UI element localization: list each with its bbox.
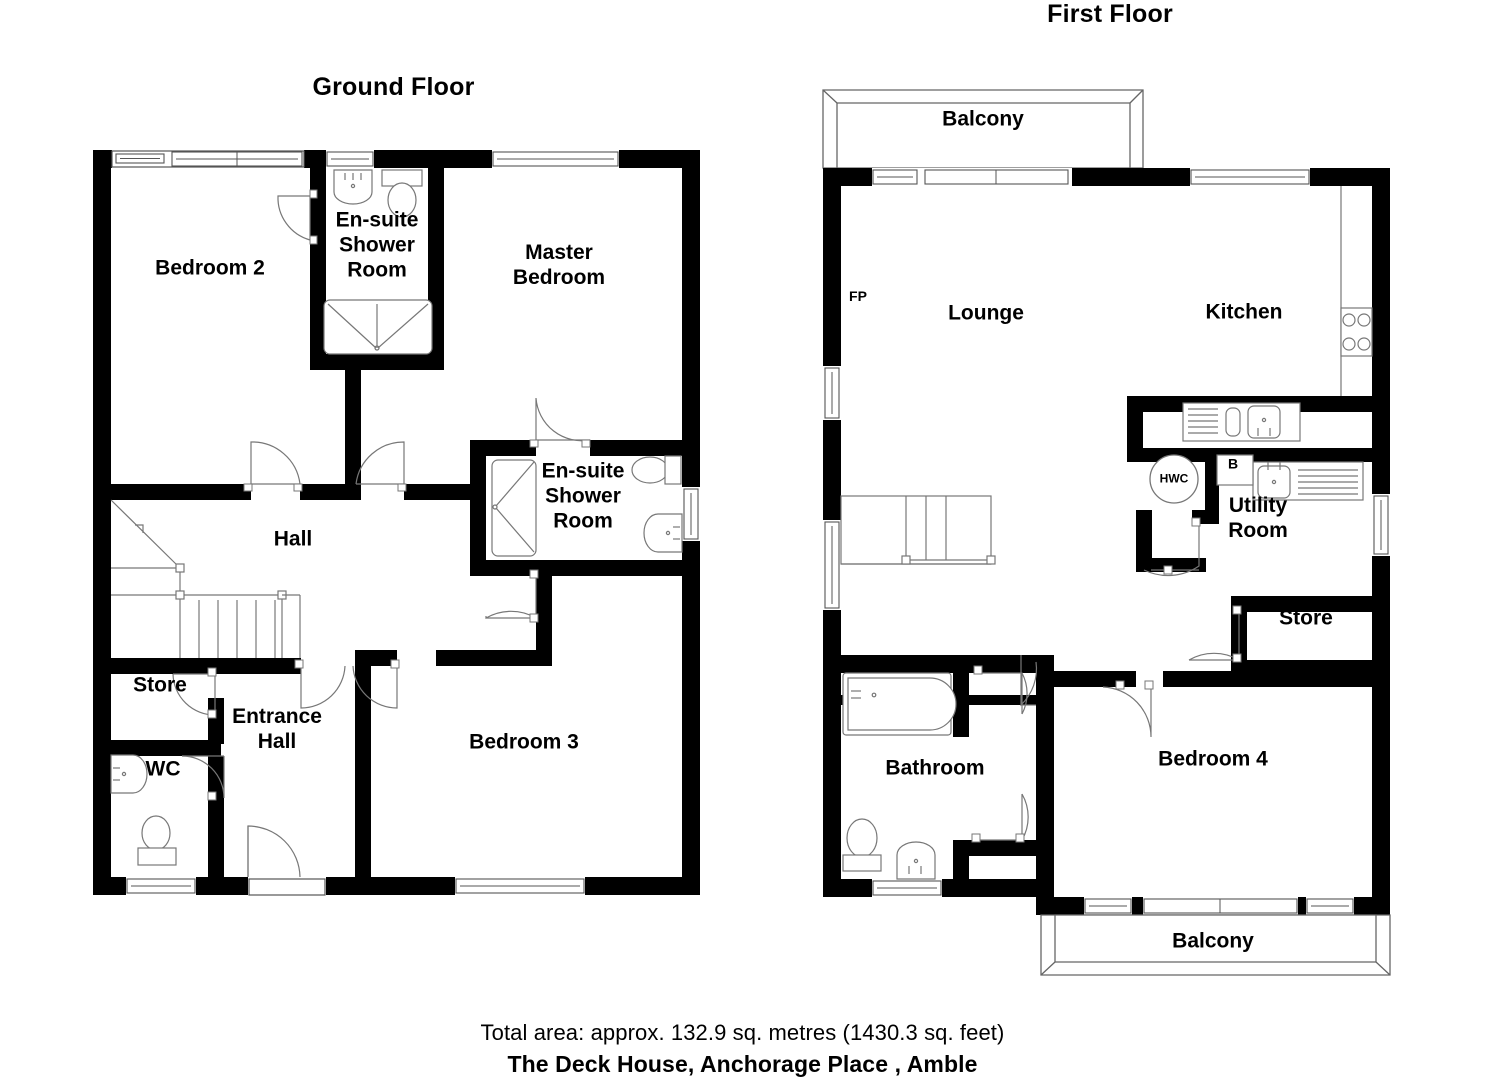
ensuite2-shower [491,459,537,557]
ensuite2-basin [643,513,683,553]
bathroom-door-lower [978,793,1029,841]
room-label-fireplace: FP [849,288,867,304]
room-label-store-ground: Store [133,673,187,697]
room-label-utility-room: Utility Room [1228,494,1288,542]
first-floor-plan [822,89,1391,976]
ensuite1-basin [333,169,373,205]
bathtub [842,672,957,736]
room-label-bedroom-2: Bedroom 2 [155,256,265,280]
bathroom-toilet [842,818,882,872]
room-label-wc: WC [145,757,181,781]
bedroom2-door [250,441,301,485]
wc-toilet [137,815,177,866]
ground-floor-title: Ground Floor [312,73,475,101]
room-label-balcony-rear: Balcony [1172,929,1254,953]
room-label-entrance-hall: Entrance Hall [232,705,322,753]
first-floor-title: First Floor [1047,0,1173,28]
bedroom4-door [1102,686,1152,738]
front-door [247,825,301,878]
bathroom-door-top [981,672,1028,715]
hwc-cylinder [1149,454,1199,504]
master-bedroom-door [355,441,405,485]
ensuite1-door [277,195,311,241]
ensuite1-toilet [381,169,423,218]
bedroom3-door-upper [485,576,537,620]
room-label-store-first: Store [1279,606,1333,630]
hall-door [300,665,346,709]
room-label-hwc: HWC [1159,471,1189,486]
room-label-kitchen: Kitchen [1205,300,1283,324]
wc-basin [110,754,148,794]
landing-door-upper [1020,655,1038,707]
wc-door [181,755,225,799]
bathroom-basin [896,841,936,880]
total-area-text: Total area: approx. 132.9 sq. metres (14… [480,1020,1005,1045]
rear-balcony-outline [1040,914,1391,976]
ground-floor-plan [93,150,700,896]
property-address-text: The Deck House, Anchorage Place , Amble [507,1051,978,1077]
kitchen-counter-outline [1211,186,1342,404]
room-label-ensuite-shower-room-1: En-suite Shower Room [335,208,419,282]
utility-sink-run [1252,461,1364,501]
utility-door [1143,524,1200,577]
kitchen-sink-run [1182,402,1301,442]
room-label-balcony-front: Balcony [942,107,1024,131]
room-label-lounge: Lounge [948,301,1024,325]
front-balcony-outline [822,89,1144,169]
room-label-bathroom: Bathroom [885,756,985,780]
ensuite1-shower-tray [323,299,433,355]
bedroom3-door-lower [352,665,398,709]
boiler-box [1216,454,1254,486]
ensuite2-toilet [631,455,682,485]
room-label-bedroom-3: Bedroom 3 [469,730,579,754]
room-label-ensuite-shower-room-2: En-suite Shower Room [541,459,625,533]
room-label-hall: Hall [273,527,313,551]
ground-stairs [110,499,301,658]
kitchen-hob [1340,307,1373,357]
ensuite2-door [535,397,591,442]
room-label-master-bedroom: Master Bedroom [512,241,606,289]
room-label-bedroom-4: Bedroom 4 [1158,747,1268,771]
room-label-boiler: B [1227,455,1239,472]
first-stairs [840,495,996,565]
